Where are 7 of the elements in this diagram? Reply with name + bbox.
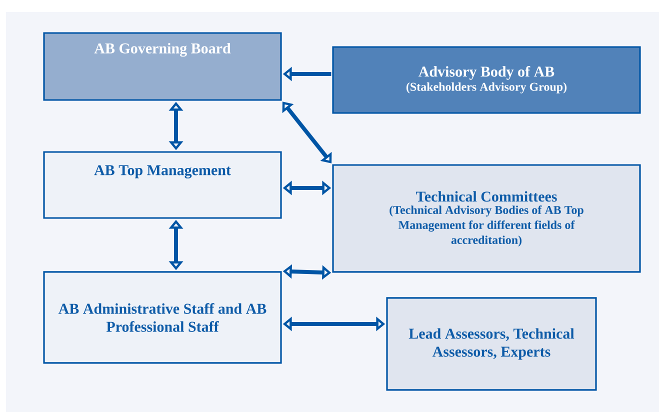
org-box: AB Governing Board	[43, 32, 282, 101]
org-box: Lead Assessors, Technical Assessors, Experts	[386, 297, 597, 391]
arrow	[282, 102, 332, 164]
org-box: AB Top Management	[43, 151, 282, 219]
org-box: Technical Committees (Technical Advisory Bodies of AB Top Management for different fields of accreditation)	[332, 164, 641, 273]
org-box: Advisory Body of AB (Stakeholders Advisory Group)	[332, 46, 641, 114]
org-box: AB Administrative Staff and AB Professional Staff	[43, 271, 282, 364]
